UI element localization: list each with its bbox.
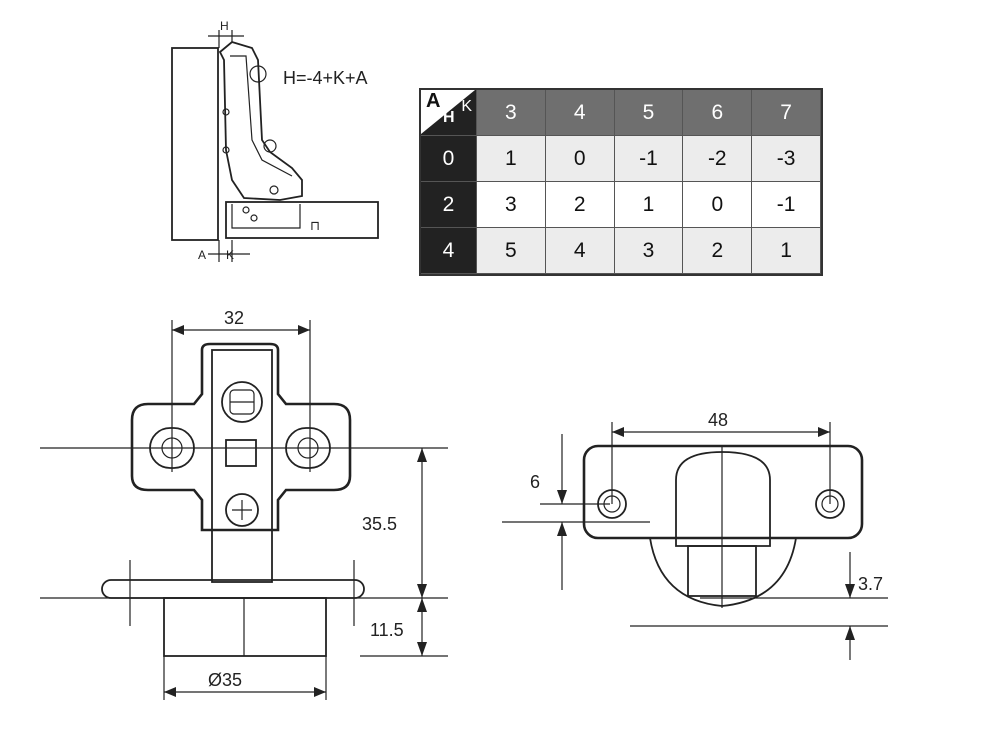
table-cell: 3 [477, 182, 546, 228]
h-label: H [220, 19, 229, 33]
dim35-5-label: 35.5 [362, 514, 397, 534]
hinge-screw-top [249, 65, 267, 83]
corner-a-label: A [426, 90, 441, 112]
plate-hole-2 [250, 214, 258, 222]
a-row-header: 0 [421, 136, 477, 182]
dim3-7-label: 3.7 [858, 574, 883, 594]
plate-hole-1 [242, 206, 250, 214]
corner-h-label: H [443, 109, 455, 126]
k-header: 4 [545, 90, 615, 136]
cabinet-panel [225, 201, 379, 239]
dim32-label: 32 [224, 308, 244, 328]
dim11-5-label: 11.5 [370, 620, 404, 640]
table-cell: 4 [545, 228, 615, 274]
door-panel [171, 47, 219, 241]
arm-window [225, 439, 257, 467]
k-header: 3 [477, 90, 546, 136]
table-cell: -3 [752, 136, 821, 182]
table-cell: -1 [752, 182, 821, 228]
dim6-bottom-arrow [557, 522, 567, 536]
hinge-arm-inner [230, 55, 293, 177]
a-label: A [198, 248, 206, 262]
table-cell: 0 [683, 182, 753, 228]
hinge-arm [218, 40, 303, 201]
hinge-screw-mid [263, 139, 277, 153]
arm-housing [675, 451, 771, 547]
table-cell: 1 [614, 182, 684, 228]
dim48-label: 48 [708, 410, 728, 430]
dim3-7-top-arrow [845, 584, 855, 598]
mounting-plate [231, 204, 301, 229]
table-corner: A K H [421, 90, 477, 136]
a-row-header: 2 [421, 182, 477, 228]
formula-text: H=-4+K+A [283, 68, 368, 88]
corner-triangle [421, 90, 475, 134]
table-cell: 5 [477, 228, 546, 274]
dim6-top-arrow [557, 490, 567, 504]
adjust-screw [221, 381, 263, 423]
slot-right [285, 427, 331, 469]
plate-symbol: ⊓ [310, 218, 320, 233]
k-header: 6 [683, 90, 753, 136]
dim11-5-arrows [417, 598, 427, 656]
k-header: 5 [614, 90, 684, 136]
table-cell: 0 [545, 136, 615, 182]
hinge-arm-body [211, 349, 273, 583]
k-label: K [226, 248, 234, 262]
overlay-table: A K H 3 4 5 6 7 0 1 0 -1 -2 -3 2 3 2 1 0… [419, 88, 823, 276]
hinge-cup [163, 597, 327, 657]
table-cell: 2 [545, 182, 615, 228]
table-cell: 2 [683, 228, 753, 274]
dim3-7-bottom-arrow [845, 626, 855, 640]
slot-right-hole [297, 437, 319, 459]
cross-screw [225, 493, 259, 527]
hinge-pivot [269, 185, 279, 195]
table-cell: 3 [614, 228, 684, 274]
side-view: ⊓ H A K H=-4+K+A [171, 19, 379, 262]
hinge-rivet-2 [222, 146, 230, 154]
table-cell: 1 [752, 228, 821, 274]
table-cell: -2 [683, 136, 753, 182]
table-cell: 1 [477, 136, 546, 182]
top-view: 48 6 3.7 [502, 410, 888, 660]
table-cell: -1 [614, 136, 684, 182]
cup-flange [582, 444, 864, 540]
k-header: 7 [752, 90, 821, 136]
front-view: 32 35.5 11.5 Ø35 [40, 308, 448, 700]
a-row-header: 4 [421, 228, 477, 274]
dim6-label: 6 [530, 472, 540, 492]
corner-k-label: K [461, 98, 472, 115]
hinge-rivet-1 [222, 108, 230, 116]
dia-label: Ø35 [208, 670, 242, 690]
mounting-plate-outline [130, 342, 352, 532]
